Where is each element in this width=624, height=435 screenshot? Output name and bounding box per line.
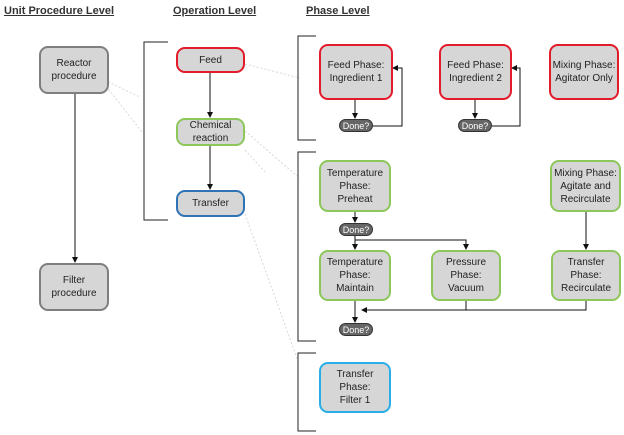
transfer-operation-box[interactable]: Transfer — [176, 190, 245, 217]
transfer-phase-filter-1-box[interactable]: Transfer Phase: Filter 1 — [319, 362, 391, 413]
filter-procedure-box[interactable]: Filter procedure — [39, 263, 109, 311]
pressure-phase-vacuum-box[interactable]: Pressure Phase: Vacuum — [431, 250, 501, 301]
header-operation-level: Operation Level — [173, 5, 257, 17]
done-decision-feed-1: Done? — [339, 119, 373, 132]
feed-phase-ingredient-1-box[interactable]: Feed Phase: Ingredient 1 — [319, 44, 393, 100]
phase-bracket-reaction — [297, 151, 316, 342]
mixing-phase-agitate-recirculate-box[interactable]: Mixing Phase: Agitate and Recirculate — [550, 160, 621, 212]
done-decision-preheat: Done? — [339, 223, 373, 236]
chemical-reaction-operation-box[interactable]: Chemical reaction — [176, 118, 245, 146]
phase-bracket-transfer — [297, 352, 316, 432]
operation-bracket — [143, 41, 168, 221]
mixing-phase-agitator-only-box[interactable]: Mixing Phase: Agitator Only — [549, 44, 619, 100]
header-unit-procedure-level: Unit Procedure Level — [4, 5, 115, 17]
phase-bracket-feed — [297, 35, 316, 141]
feed-operation-box[interactable]: Feed — [176, 47, 245, 73]
feed-phase-ingredient-2-box[interactable]: Feed Phase: Ingredient 2 — [439, 44, 512, 100]
transfer-phase-recirculate-box[interactable]: Transfer Phase: Recirculate — [551, 250, 621, 301]
temperature-phase-preheat-box[interactable]: Temperature Phase: Preheat — [319, 160, 391, 212]
level-guide-lines — [105, 63, 301, 362]
header-phase-level: Phase Level — [306, 5, 370, 17]
temperature-phase-maintain-box[interactable]: Temperature Phase: Maintain — [319, 250, 391, 301]
reactor-procedure-box[interactable]: Reactor procedure — [39, 46, 109, 94]
brackets — [143, 35, 316, 432]
done-decision-feed-2: Done? — [458, 119, 492, 132]
done-decision-reaction: Done? — [339, 323, 373, 336]
